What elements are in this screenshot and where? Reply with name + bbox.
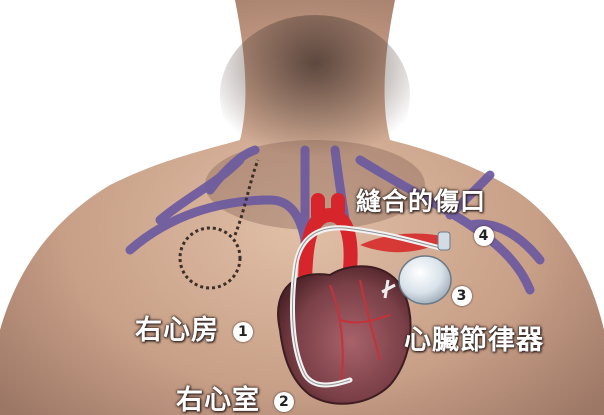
pacemaker-label: 心臟節律器 xyxy=(404,318,544,357)
incision-label: 縫合的傷口 xyxy=(356,182,486,218)
device-header xyxy=(438,232,450,250)
right-atrium-text: 右心房 xyxy=(135,315,219,346)
right-atrium-label: 右心房 1 xyxy=(135,308,253,347)
marker-4-badge: 4 xyxy=(474,226,494,246)
marker-3: 3 xyxy=(448,285,472,306)
marker-4: 4 xyxy=(470,225,494,246)
pacemaker-device xyxy=(399,256,451,304)
right-ventricle-label: 右心室 2 xyxy=(176,378,294,415)
marker-2-badge: 2 xyxy=(274,392,294,412)
marker-3-badge: 3 xyxy=(452,286,472,306)
pacemaker-text: 心臟節律器 xyxy=(404,325,544,356)
incision-text: 縫合的傷口 xyxy=(356,187,486,216)
right-ventricle-text: 右心室 xyxy=(176,385,260,415)
marker-1-badge: 1 xyxy=(233,322,253,342)
